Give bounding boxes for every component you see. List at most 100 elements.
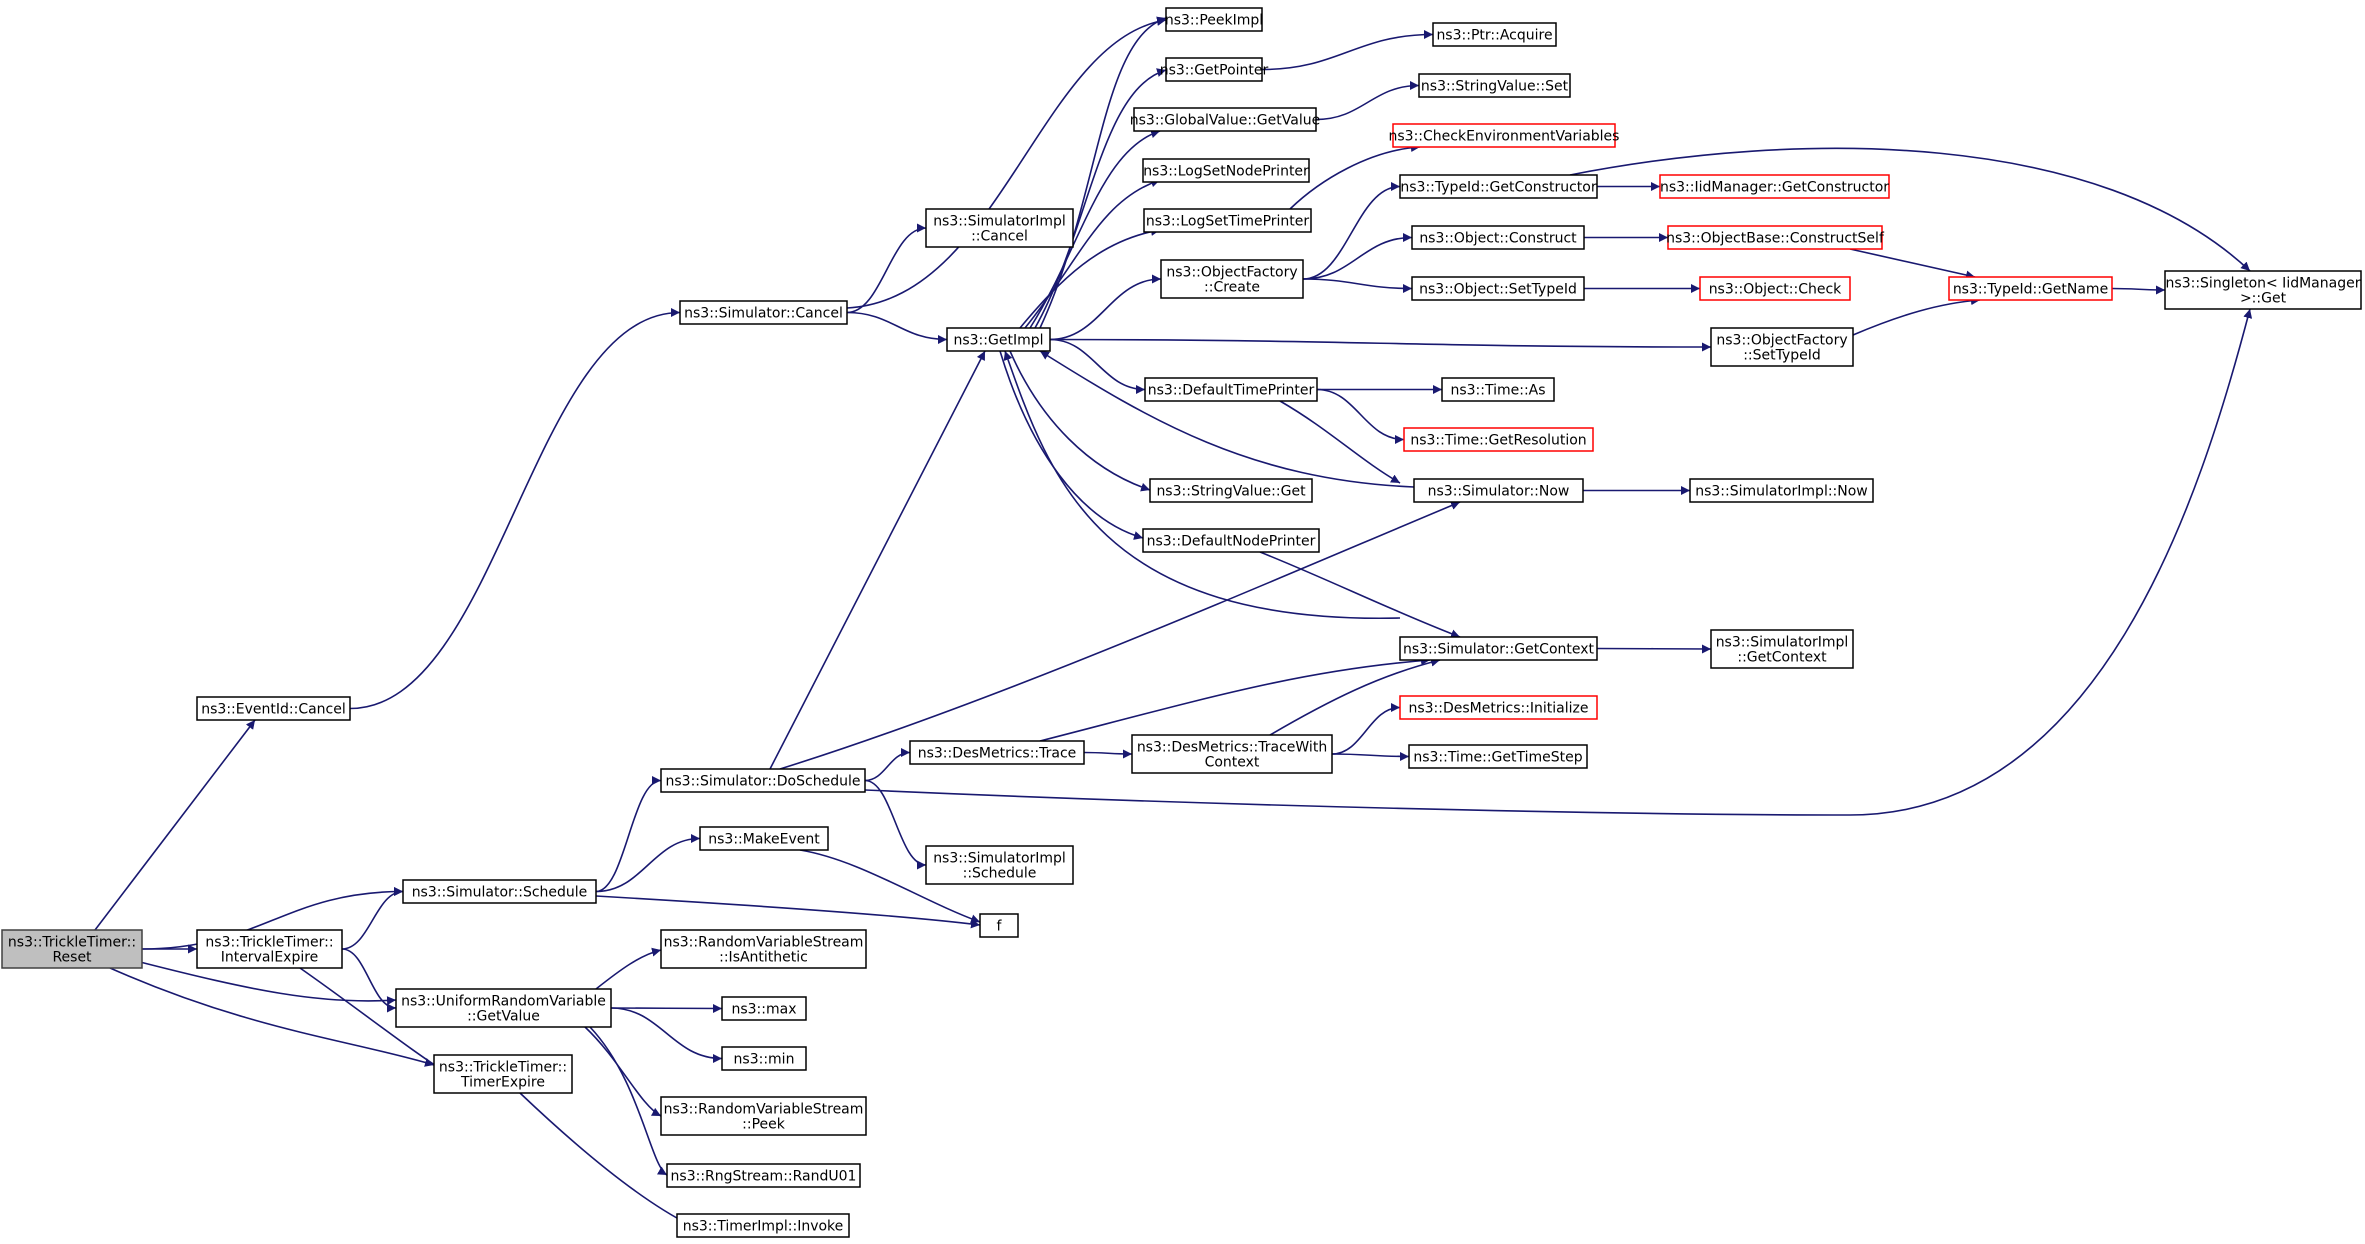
node-time_gettimestep[interactable]: ns3::Time::GetTimeStep (1408, 744, 1588, 769)
edge-eventid_cancel-to-sim_cancel (349, 308, 681, 710)
node-objectbase_constructself[interactable]: ns3::ObjectBase::ConstructSelf (1666, 225, 1885, 250)
edge-getpointer-to-ptr_acquire (1261, 30, 1434, 71)
node-interval_expire[interactable]: ns3::TrickleTimer::IntervalExpire (196, 929, 343, 969)
node-typeid_getconstructor[interactable]: ns3::TypeId::GetConstructor (1399, 174, 1598, 199)
node-gv_getvalue[interactable]: ns3::GlobalValue::GetValue (1130, 107, 1320, 132)
node-box (925, 208, 1074, 248)
node-box (666, 1163, 861, 1188)
node-label: ::GetValue (467, 1009, 540, 1025)
node-eventid_cancel[interactable]: ns3::EventId::Cancel (196, 696, 351, 721)
node-box (1441, 377, 1555, 402)
node-rvs_peek[interactable]: ns3::RandomVariableStream::Peek (660, 1096, 867, 1136)
node-label: Context (1205, 755, 1260, 771)
node-sim_cancel[interactable]: ns3::Simulator::Cancel (679, 300, 848, 325)
node-label: ns3::TrickleTimer:: (439, 1060, 567, 1076)
edge-objfactory_create-to-object_settypeid (1302, 278, 1413, 293)
edge-sim_doschedule-to-simimpl_schedule (864, 779, 927, 870)
edge-sim_cancel-to-getimpl (846, 311, 948, 344)
node-min[interactable]: ns3::min (721, 1046, 807, 1071)
node-time_as[interactable]: ns3::Time::As (1441, 377, 1555, 402)
node-box (909, 740, 1085, 765)
node-label: ::Cancel (971, 229, 1028, 245)
node-desmetrics_initialize[interactable]: ns3::DesMetrics::Initialize (1399, 695, 1598, 720)
node-box (679, 300, 848, 325)
node-label: ::Schedule (963, 866, 1037, 882)
node-label: ns3::Object::SetTypeId (1419, 282, 1577, 298)
node-box (721, 1046, 807, 1071)
node-iidmanager_getconstructor[interactable]: ns3::IidManager::GetConstructor (1659, 174, 1890, 199)
node-sim_now[interactable]: ns3::Simulator::Now (1413, 478, 1584, 503)
node-simimpl_getcontext[interactable]: ns3::SimulatorImpl::GetContext (1710, 629, 1854, 669)
edge-reset-to-timer_expire (109, 967, 435, 1067)
node-label: TimerExpire (460, 1075, 545, 1091)
node-sim_schedule[interactable]: ns3::Simulator::Schedule (402, 879, 597, 904)
node-box (1710, 629, 1854, 669)
node-box (1, 929, 143, 969)
node-desmetrics_trace[interactable]: ns3::DesMetrics::Trace (909, 740, 1085, 765)
node-label: ns3::DesMetrics::Trace (918, 746, 1077, 762)
node-invoke[interactable]: ns3::TimerImpl::Invoke (676, 1213, 850, 1238)
node-box (2164, 270, 2362, 310)
node-stringvalue_get[interactable]: ns3::StringValue::Get (1149, 478, 1313, 503)
node-label: ns3::TypeId::GetConstructor (1400, 180, 1596, 196)
edge-desmetrics_tracewithcontext-to-desmetrics_initialize (1331, 703, 1401, 755)
node-sim_getcontext[interactable]: ns3::Simulator::GetContext (1399, 636, 1598, 661)
node-defaulttimeprinter[interactable]: ns3::DefaultTimePrinter (1144, 377, 1318, 402)
edge-interval_expire-to-urv_getvalue (341, 948, 397, 1013)
node-getimpl[interactable]: ns3::GetImpl (946, 327, 1051, 352)
node-getpointer[interactable]: ns3::GetPointer (1160, 57, 1269, 82)
node-object_check[interactable]: ns3::Object::Check (1699, 276, 1851, 301)
node-randu01[interactable]: ns3::RngStream::RandU01 (666, 1163, 861, 1188)
node-ptr_acquire[interactable]: ns3::Ptr::Acquire (1432, 22, 1557, 47)
node-reset[interactable]: ns3::TrickleTimer::Reset (1, 929, 143, 969)
node-rvs_isantithetic[interactable]: ns3::RandomVariableStream::IsAntithetic (660, 929, 867, 969)
node-object_settypeid[interactable]: ns3::Object::SetTypeId (1411, 276, 1585, 301)
node-time_getresolution[interactable]: ns3::Time::GetResolution (1403, 427, 1594, 452)
node-objfactory_create[interactable]: ns3::ObjectFactory::Create (1160, 259, 1304, 299)
node-simimpl_schedule[interactable]: ns3::SimulatorImpl::Schedule (925, 845, 1074, 885)
node-box (660, 768, 866, 793)
edge-logsettimeprinter-to-checkenv (1289, 143, 1421, 210)
edge-sim_doschedule-to-getimpl (769, 350, 986, 770)
node-box (1699, 276, 1851, 301)
node-stringvalue_set[interactable]: ns3::StringValue::Set (1418, 73, 1571, 98)
node-label: ns3::Time::As (1450, 383, 1545, 399)
node-timer_expire[interactable]: ns3::TrickleTimer::TimerExpire (433, 1054, 573, 1094)
node-max[interactable]: ns3::max (721, 996, 807, 1021)
node-label: ns3::SimulatorImpl (1716, 635, 1849, 651)
node-label: f (997, 919, 1003, 935)
node-logsetnodeprinter[interactable]: ns3::LogSetNodePrinter (1142, 158, 1310, 183)
node-label: ::IsAntithetic (719, 950, 808, 966)
node-checkenv[interactable]: ns3::CheckEnvironmentVariables (1389, 123, 1620, 148)
edge-objfactory_settypeid-to-typeid_getname (1852, 296, 1981, 336)
node-defaultnodeprinter[interactable]: ns3::DefaultNodePrinter (1142, 528, 1320, 553)
node-label: ns3::LogSetTimePrinter (1146, 214, 1310, 230)
node-label: ns3::ObjectBase::ConstructSelf (1666, 231, 1885, 247)
node-label: >::Get (2240, 291, 2287, 307)
edge-defaulttimeprinter-to-sim_now (1279, 400, 1401, 484)
node-label: ns3::Object::Construct (1419, 231, 1577, 247)
node-objfactory_settypeid[interactable]: ns3::ObjectFactory::SetTypeId (1710, 327, 1854, 367)
node-makeevent[interactable]: ns3::MakeEvent (699, 826, 829, 851)
node-sim_doschedule[interactable]: ns3::Simulator::DoSchedule (660, 768, 866, 793)
edge-interval_expire-to-sim_schedule (341, 887, 404, 950)
edge-desmetrics_tracewithcontext-to-time_gettimestep (1331, 751, 1410, 761)
node-label: ns3::Simulator::GetContext (1403, 642, 1595, 658)
node-urv_getvalue[interactable]: ns3::UniformRandomVariable::GetValue (395, 988, 612, 1028)
edge-sim_doschedule-to-singleton_get (864, 308, 2253, 816)
node-typeid_getname[interactable]: ns3::TypeId::GetName (1948, 276, 2113, 301)
node-box (1689, 478, 1874, 503)
edge-urv_getvalue-to-min (610, 1007, 723, 1063)
edge-getimpl-to-defaulttimeprinter (1049, 338, 1146, 394)
node-singleton_get[interactable]: ns3::Singleton< IidManager >::Get (2164, 270, 2362, 310)
node-simimpl_now[interactable]: ns3::SimulatorImpl::Now (1689, 478, 1874, 503)
edge-defaulttimeprinter-to-time_getresolution (1316, 388, 1405, 444)
node-logsettimeprinter[interactable]: ns3::LogSetTimePrinter (1143, 208, 1312, 233)
node-box (1408, 744, 1588, 769)
node-object_construct[interactable]: ns3::Object::Construct (1411, 225, 1585, 250)
node-peekimpl[interactable]: ns3::PeekImpl (1165, 7, 1263, 32)
node-simimpl_cancel[interactable]: ns3::SimulatorImpl::Cancel (925, 208, 1074, 248)
node-f[interactable]: f (979, 913, 1019, 938)
